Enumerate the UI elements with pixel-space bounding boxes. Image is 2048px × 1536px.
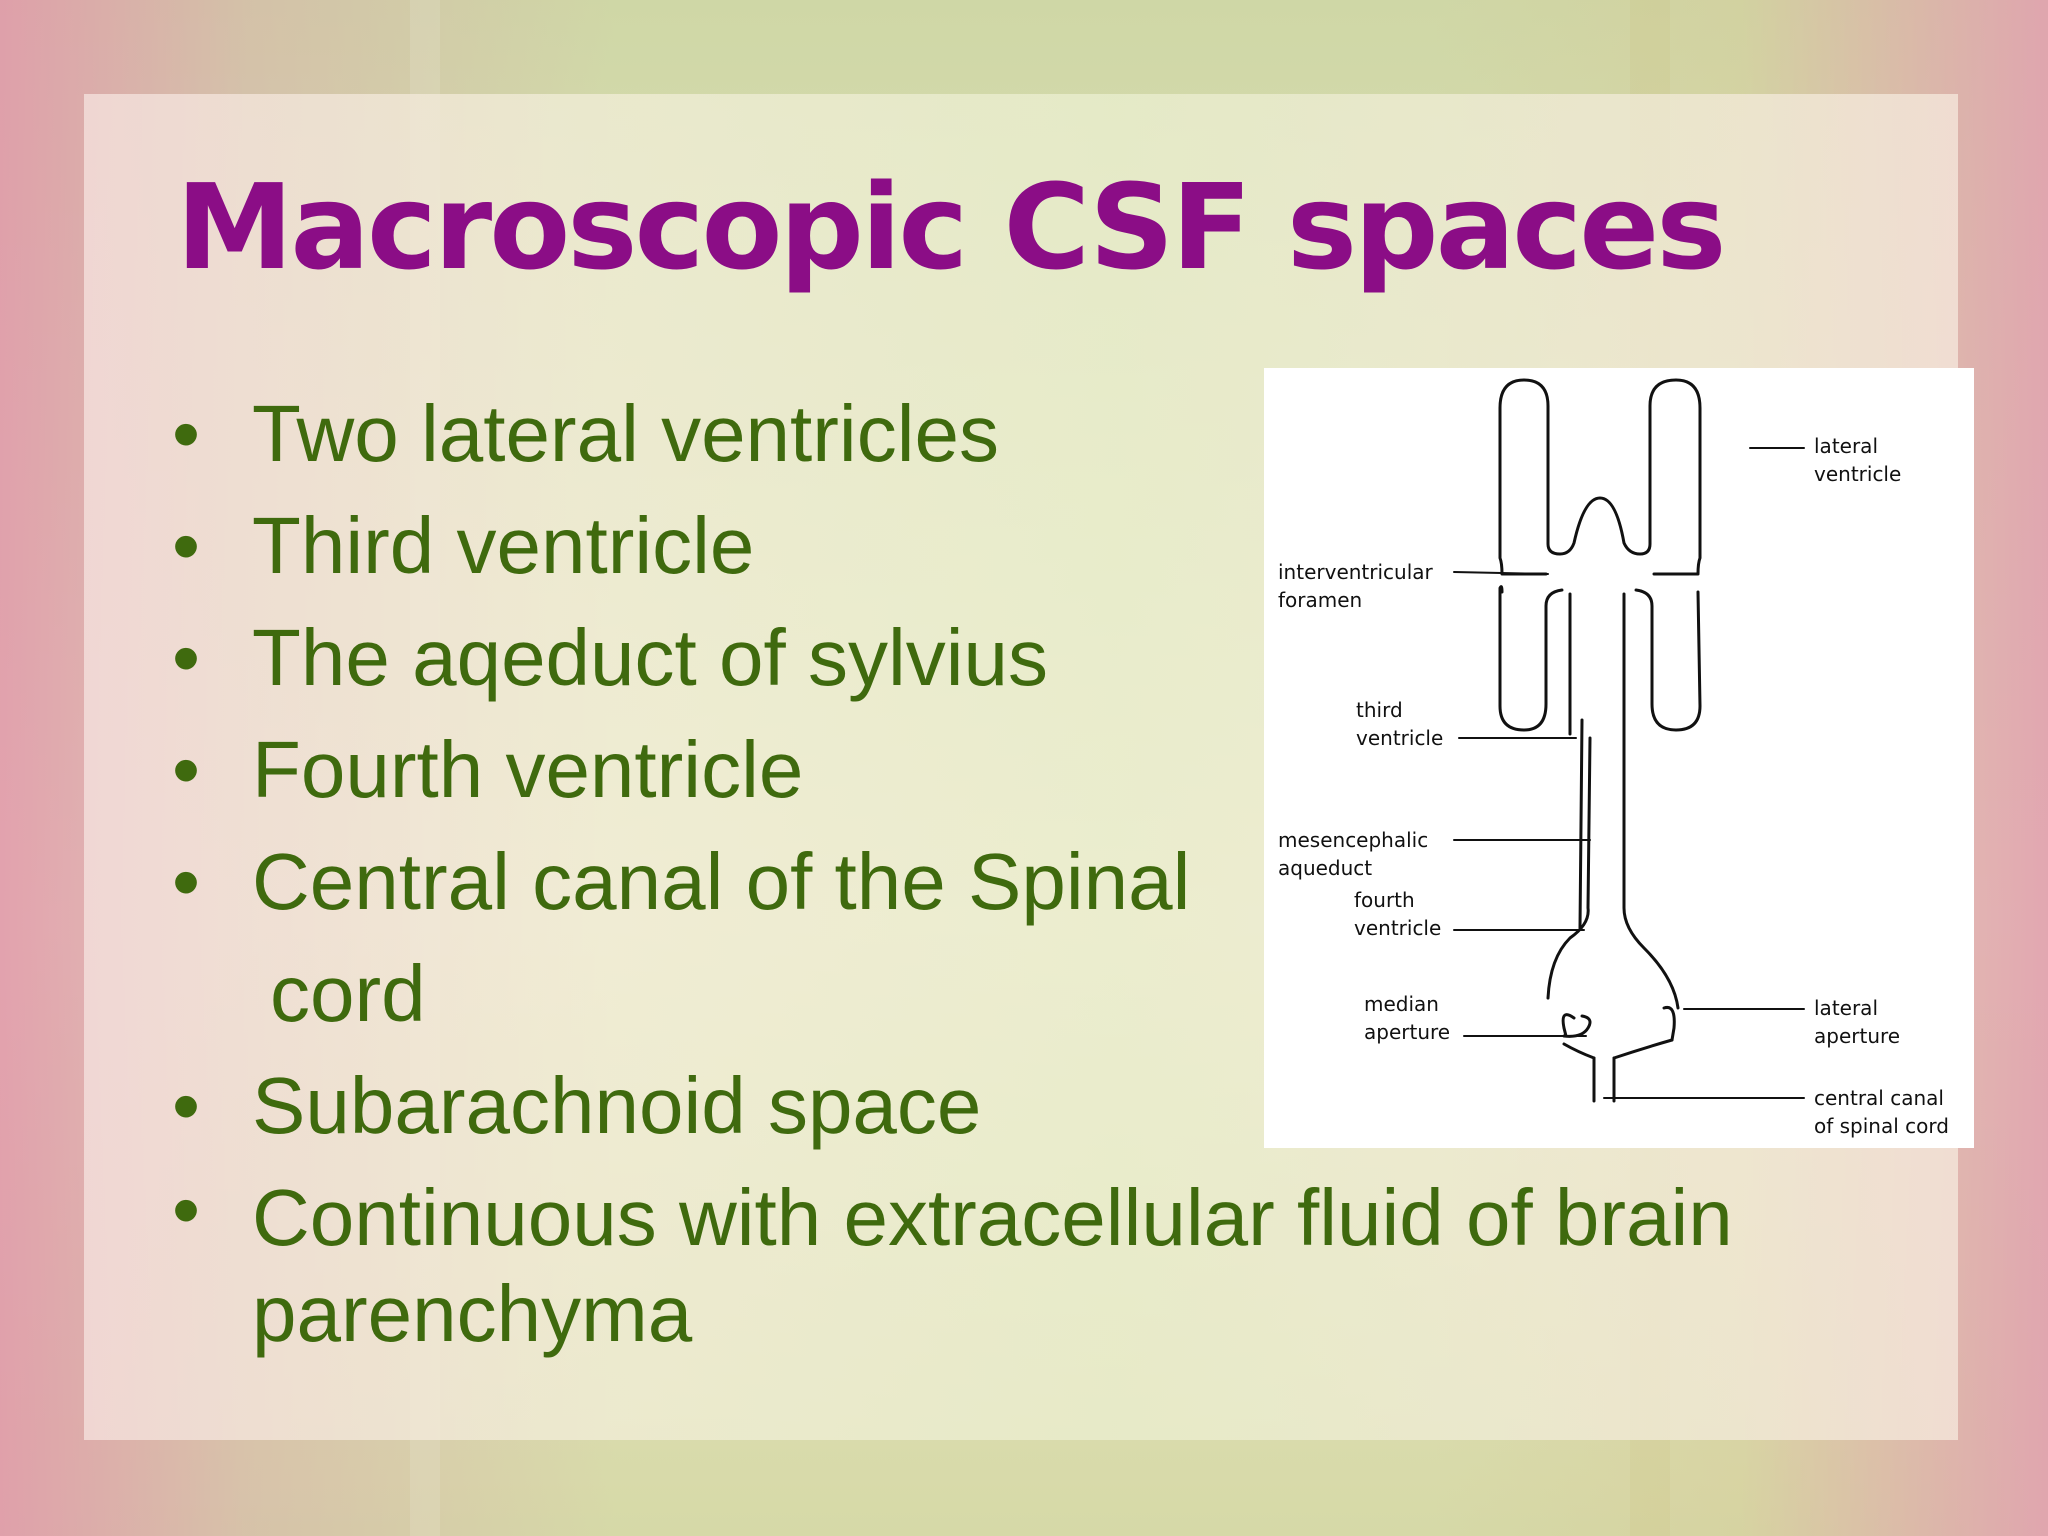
bullet-item: Two lateral ventricles: [168, 378, 1898, 490]
bullet-item: Subarachnoid space: [168, 1050, 1898, 1162]
lower-left-ventricle-shape: [1498, 585, 1564, 732]
bullet-list: Two lateral ventricles Third ventricle T…: [168, 378, 1898, 1362]
bullet-text: Subarachnoid space: [252, 1061, 982, 1150]
aqueduct-shape: [1622, 592, 1680, 1010]
bullet-continuation: cord: [270, 949, 426, 1038]
aqueduct-inner-shape: [1546, 736, 1592, 1000]
aperture-right-shape: [1662, 1005, 1676, 1042]
aqueduct-line-shape: [1578, 718, 1584, 930]
bullet-text: The aqeduct of sylvius: [252, 613, 1048, 702]
bullet-text: Two lateral ventricles: [252, 389, 999, 478]
bullet-item: The aqeduct of sylvius: [168, 602, 1898, 714]
bullet-item: Central canal of the Spinal cord: [168, 826, 1898, 1050]
left-lateral-ventricle-shape: [1498, 378, 1702, 576]
bullet-item: Third ventricle: [168, 490, 1898, 602]
spinal-canal-shape: [1592, 1056, 1616, 1103]
leader-line: [1453, 571, 1549, 575]
fourth-ventricle-shape: [1561, 1013, 1592, 1038]
bullet-text: Continuous with extracellular fluid of b…: [252, 1173, 1733, 1358]
diagram-drawing: [1453, 378, 1805, 1103]
slide-title: Macroscopic CSF spaces: [176, 158, 1726, 296]
canal-base-shape: [1562, 1038, 1674, 1060]
bullet-text: Fourth ventricle: [252, 725, 804, 814]
bullet-text: Third ventricle: [252, 501, 755, 590]
bullet-item: Continuous with extracellular fluid of b…: [168, 1162, 1898, 1362]
lower-right-ventricle-shape: [1634, 588, 1702, 732]
bullet-text: Central canal of the Spinal: [252, 837, 1191, 926]
bullet-item: Fourth ventricle: [168, 714, 1898, 826]
